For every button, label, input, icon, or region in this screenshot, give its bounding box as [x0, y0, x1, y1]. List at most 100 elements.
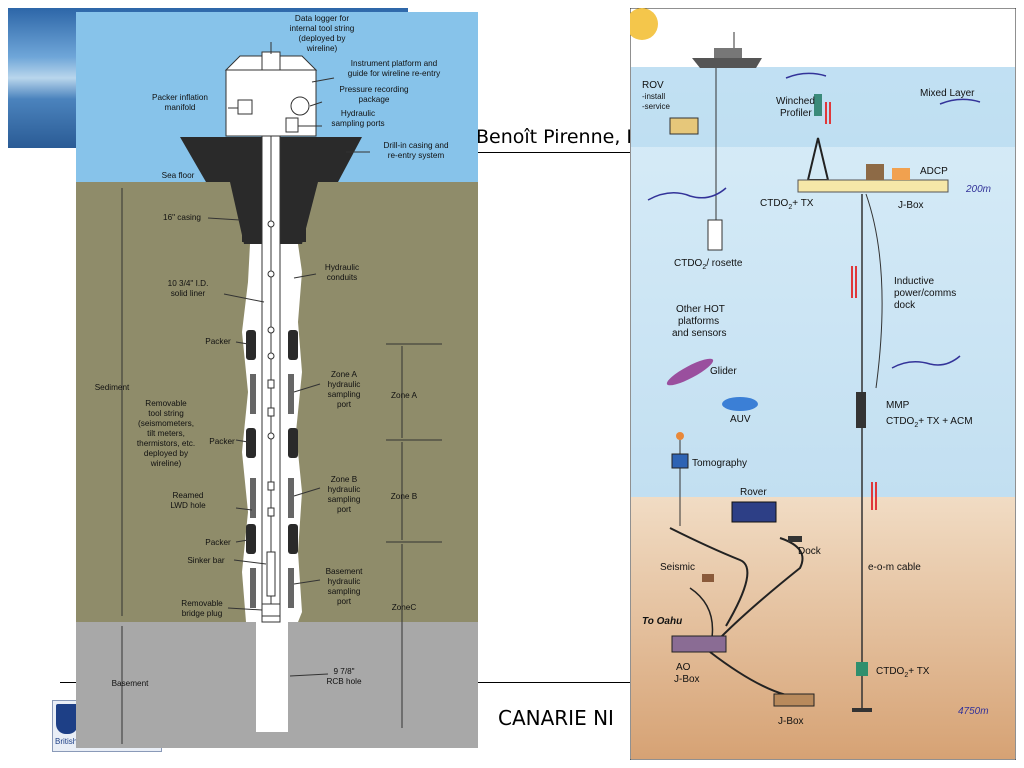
- jbox-bottom-icon: [773, 693, 815, 707]
- label-rover: Rover: [740, 487, 767, 498]
- label-sediment: Sediment: [95, 383, 130, 392]
- tomography-icon: [671, 453, 689, 469]
- rov-icon: [669, 117, 699, 135]
- ao-jbox-icon: [671, 635, 727, 653]
- tool-string-nodes: [261, 220, 281, 617]
- label-adcp: ADCP: [920, 166, 948, 177]
- label-packer-2: Packer: [209, 437, 235, 446]
- label-zone-b: Zone B: [391, 492, 418, 501]
- packer-b-left: [246, 428, 256, 458]
- label-rcb-hole: 9 7/8"RCB hole: [326, 667, 361, 686]
- dock-icon: [788, 536, 802, 542]
- adcp-box: [866, 164, 884, 180]
- label-jbox-top: J-Box: [898, 200, 924, 211]
- inductive-cable: [865, 193, 883, 389]
- label-sea-floor: Sea floor: [162, 171, 195, 180]
- transfer-arrows: [825, 102, 877, 510]
- zone-brackets: [386, 343, 442, 728]
- label-ctdo-rosette: CTDO2/ rosette: [674, 258, 743, 271]
- label-depth-4750: 4750m: [958, 706, 989, 717]
- bridge-plug: [261, 603, 281, 617]
- label-zone-a: Zone A: [391, 391, 417, 400]
- label-basement: Basement: [112, 679, 150, 688]
- packer-c-left: [246, 524, 256, 554]
- ship-icon: [692, 32, 762, 68]
- label-mmp-ctdo: CTDO2+ TX + ACM: [886, 416, 973, 429]
- seafloor-cable-1: [669, 527, 749, 627]
- sinker-bar: [266, 551, 276, 597]
- packer-c-right: [288, 524, 298, 554]
- label-seismic: Seismic: [660, 562, 695, 573]
- packer-b-right: [288, 428, 298, 458]
- label-mixed-layer: Mixed Layer: [920, 88, 975, 99]
- packer-inflation-manifold: [237, 99, 253, 115]
- slide-footer-text: CANARIE NI: [498, 706, 614, 730]
- label-sinker-bar: Sinker bar: [187, 556, 225, 565]
- glider-icon: [666, 358, 714, 386]
- label-to-oahu: To Oahu: [642, 616, 682, 627]
- current-arrows: [647, 72, 981, 369]
- label-glider: Glider: [710, 366, 737, 377]
- label-zone-c: ZoneC: [392, 603, 417, 612]
- label-packer-3: Packer: [205, 538, 231, 547]
- sky: [631, 9, 1015, 67]
- label-rov-service: -service: [642, 102, 671, 111]
- label-e-o-m: e-o-m cable: [868, 562, 921, 573]
- label-auv: AUV: [730, 414, 751, 425]
- tomography-float: [676, 432, 684, 440]
- data-logger-box: [261, 51, 281, 71]
- hydraulic-sampling-ports-box: [285, 117, 299, 133]
- label-rov-install: -install: [642, 92, 665, 101]
- mmp-icon: [856, 392, 866, 428]
- label-depth-200: 200m: [965, 184, 991, 195]
- slide-authors-text: Benoît Pirenne, Er: [476, 126, 647, 148]
- rosette-icon: [707, 219, 723, 251]
- adcp-instrument: [892, 168, 910, 180]
- platform-200m: [797, 179, 949, 193]
- label-ctdo-tx: CTDO2+ TX: [760, 198, 814, 211]
- rover-icon: [731, 501, 777, 523]
- winched-profiler-icon: [814, 94, 822, 116]
- ubc-crest-icon: [56, 704, 78, 734]
- label-mmp: MMP: [886, 400, 910, 411]
- packer-a-right: [288, 330, 298, 360]
- slide-header-rule: [478, 152, 638, 153]
- ctdo-bottom-icon: [856, 662, 868, 676]
- anchor: [852, 708, 872, 712]
- sun-icon: [630, 8, 658, 40]
- seafloor-cable-2: [719, 537, 804, 639]
- seismic-icon: [702, 574, 714, 582]
- sampling-screens: [250, 374, 294, 608]
- label-ctdo-bottom: CTDO2+ TX: [876, 666, 930, 679]
- label-casing-16: 16" casing: [163, 213, 201, 222]
- packer-a-left: [246, 330, 256, 360]
- label-solid-liner: 10 3/4" I.D.solid liner: [168, 279, 209, 298]
- auv-icon: [722, 397, 758, 411]
- packers: [246, 330, 298, 554]
- mixed-layer: [631, 67, 1015, 147]
- label-dock: Dock: [798, 546, 822, 557]
- label-tomography: Tomography: [692, 458, 747, 469]
- label-jbox-bottom: J-Box: [778, 716, 804, 727]
- pressure-recording-package: [290, 96, 310, 116]
- leader-lines: [207, 42, 370, 677]
